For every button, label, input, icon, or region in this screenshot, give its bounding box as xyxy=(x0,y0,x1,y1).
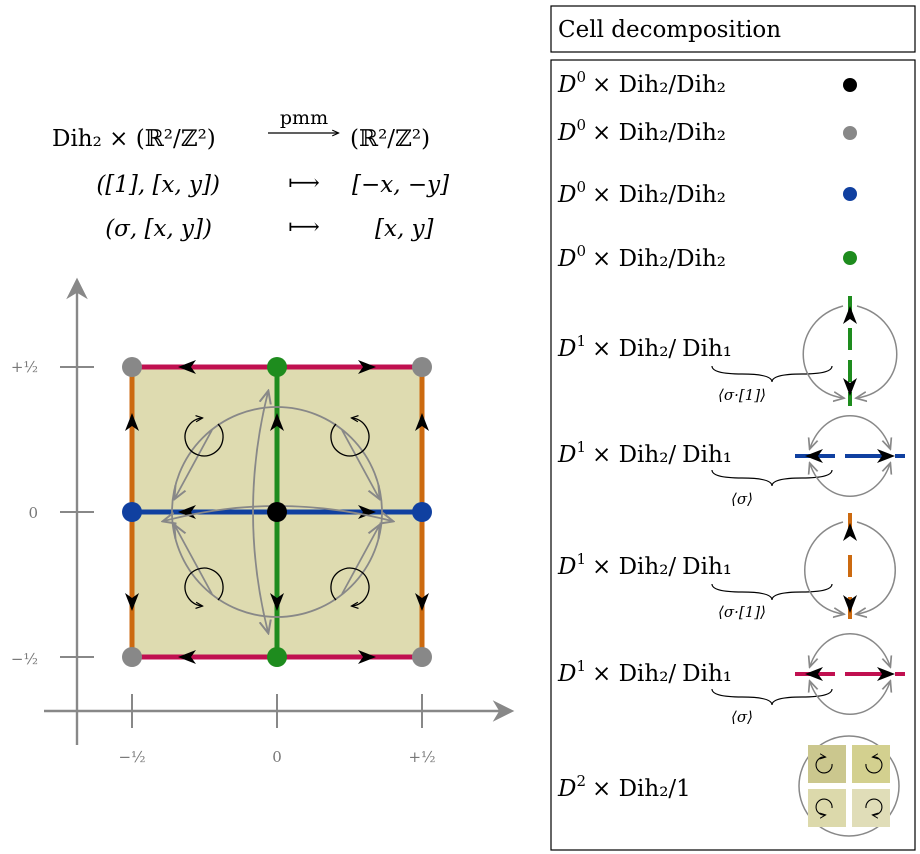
vertex-blue-left xyxy=(122,502,142,522)
rotation-icon-bl xyxy=(184,567,224,606)
svg-text:⟨σ·[1]⟩: ⟨σ·[1]⟩ xyxy=(718,603,766,621)
vertex-green-bottom xyxy=(267,647,287,667)
legend-icon-blue-vertex xyxy=(843,187,857,201)
x-tick-minus-half: −½ xyxy=(118,748,145,766)
x-tick-zero: 0 xyxy=(272,748,282,766)
y-tick-zero: 0 xyxy=(28,504,38,522)
legend-icon-green-vertex xyxy=(843,251,857,265)
legend-row-8: D1× Dih₂/Dih₁ ⟨σ⟩ xyxy=(557,633,905,726)
legend-title-box xyxy=(550,5,916,53)
vertex-blue-right xyxy=(412,502,432,522)
map-row-1-src: ([1], [x, y]) xyxy=(96,172,220,198)
svg-text:D0× Dih₂/Dih₂: D0× Dih₂/Dih₂ xyxy=(557,116,726,146)
legend-row-9: D2× Dih₂/1 xyxy=(557,735,900,837)
svg-text:⟨σ·[1]⟩: ⟨σ·[1]⟩ xyxy=(718,386,766,404)
vertex-gray-tl xyxy=(122,357,142,377)
svg-text:D1× Dih₂/Dih₁: D1× Dih₂/Dih₁ xyxy=(557,657,732,687)
legend-title: Cell decomposition xyxy=(558,17,781,43)
legend-icon-blue-edge xyxy=(795,415,905,497)
rotation-icon-br xyxy=(330,567,370,606)
y-tick-minus-half: −½ xyxy=(11,650,38,668)
map-row-1-mapsto: ⟼ xyxy=(288,171,320,196)
map-row-1-dst: [−x, −y] xyxy=(352,172,449,198)
svg-text:D0× Dih₂/Dih₂: D0× Dih₂/Dih₂ xyxy=(557,242,726,272)
svg-text:⟨σ⟩: ⟨σ⟩ xyxy=(731,490,753,508)
svg-text:⟨σ⟩: ⟨σ⟩ xyxy=(731,708,753,726)
legend: Cell decomposition D0× Dih₂/Dih₂ D0× Dih… xyxy=(550,5,916,851)
legend-icon-orange-edge xyxy=(804,513,896,623)
legend-icon-crimson-edge xyxy=(795,633,905,715)
map-row-2-mapsto: ⟼ xyxy=(288,215,320,240)
rotation-loops xyxy=(184,418,370,606)
map-row-2-src: (σ, [x, y]) xyxy=(105,216,212,242)
y-tick-plus-half: +½ xyxy=(11,358,38,376)
unit-cell-plot: +½ 0 −½ −½ 0 +½ xyxy=(11,277,515,766)
legend-row-1: D0× Dih₂/Dih₂ xyxy=(557,68,857,98)
vertex-black-center xyxy=(267,502,287,522)
legend-icon-black-vertex xyxy=(843,78,857,92)
legend-row-2: D0× Dih₂/Dih₂ xyxy=(557,116,857,146)
vertex-gray-bl xyxy=(122,647,142,667)
legend-icon-gray-vertex xyxy=(843,126,857,140)
svg-text:D2× Dih₂/1: D2× Dih₂/1 xyxy=(557,772,691,802)
svg-text:D1× Dih₂/Dih₁: D1× Dih₂/Dih₁ xyxy=(557,332,732,362)
legend-row-7: D1× Dih₂/Dih₁ ⟨σ·[1]⟩ xyxy=(557,513,896,623)
map-lhs: Dih₂ × (ℝ²/ℤ²) xyxy=(52,126,216,152)
svg-text:D1× Dih₂/Dih₁: D1× Dih₂/Dih₁ xyxy=(557,550,732,580)
legend-row-5: D1× Dih₂/Dih₁ ⟨σ·[1]⟩ xyxy=(557,296,898,406)
map-row-2-dst: [x, y] xyxy=(375,216,434,242)
map-rhs: (ℝ²/ℤ²) xyxy=(350,126,430,152)
vertex-gray-br xyxy=(412,647,432,667)
legend-row-3: D0× Dih₂/Dih₂ xyxy=(557,178,857,208)
svg-text:D0× Dih₂/Dih₂: D0× Dih₂/Dih₂ xyxy=(557,68,726,98)
rotation-icon-tr xyxy=(330,418,370,457)
map-definition: Dih₂ × (ℝ²/ℤ²) pmm (ℝ²/ℤ²) ([1], [x, y])… xyxy=(52,107,449,242)
vertex-gray-tr xyxy=(412,357,432,377)
legend-icon-face xyxy=(798,735,900,837)
map-arrow-label: pmm xyxy=(280,107,328,129)
svg-text:D1× Dih₂/Dih₁: D1× Dih₂/Dih₁ xyxy=(557,438,732,468)
rotation-icon-tl xyxy=(184,418,224,457)
legend-icon-green-edge xyxy=(802,296,898,406)
vertex-green-top xyxy=(267,357,287,377)
legend-row-4: D0× Dih₂/Dih₂ xyxy=(557,242,857,272)
x-tick-plus-half: +½ xyxy=(408,748,435,766)
legend-row-6: D1× Dih₂/Dih₁ ⟨σ⟩ xyxy=(557,415,905,508)
svg-text:D0× Dih₂/Dih₂: D0× Dih₂/Dih₂ xyxy=(557,178,726,208)
